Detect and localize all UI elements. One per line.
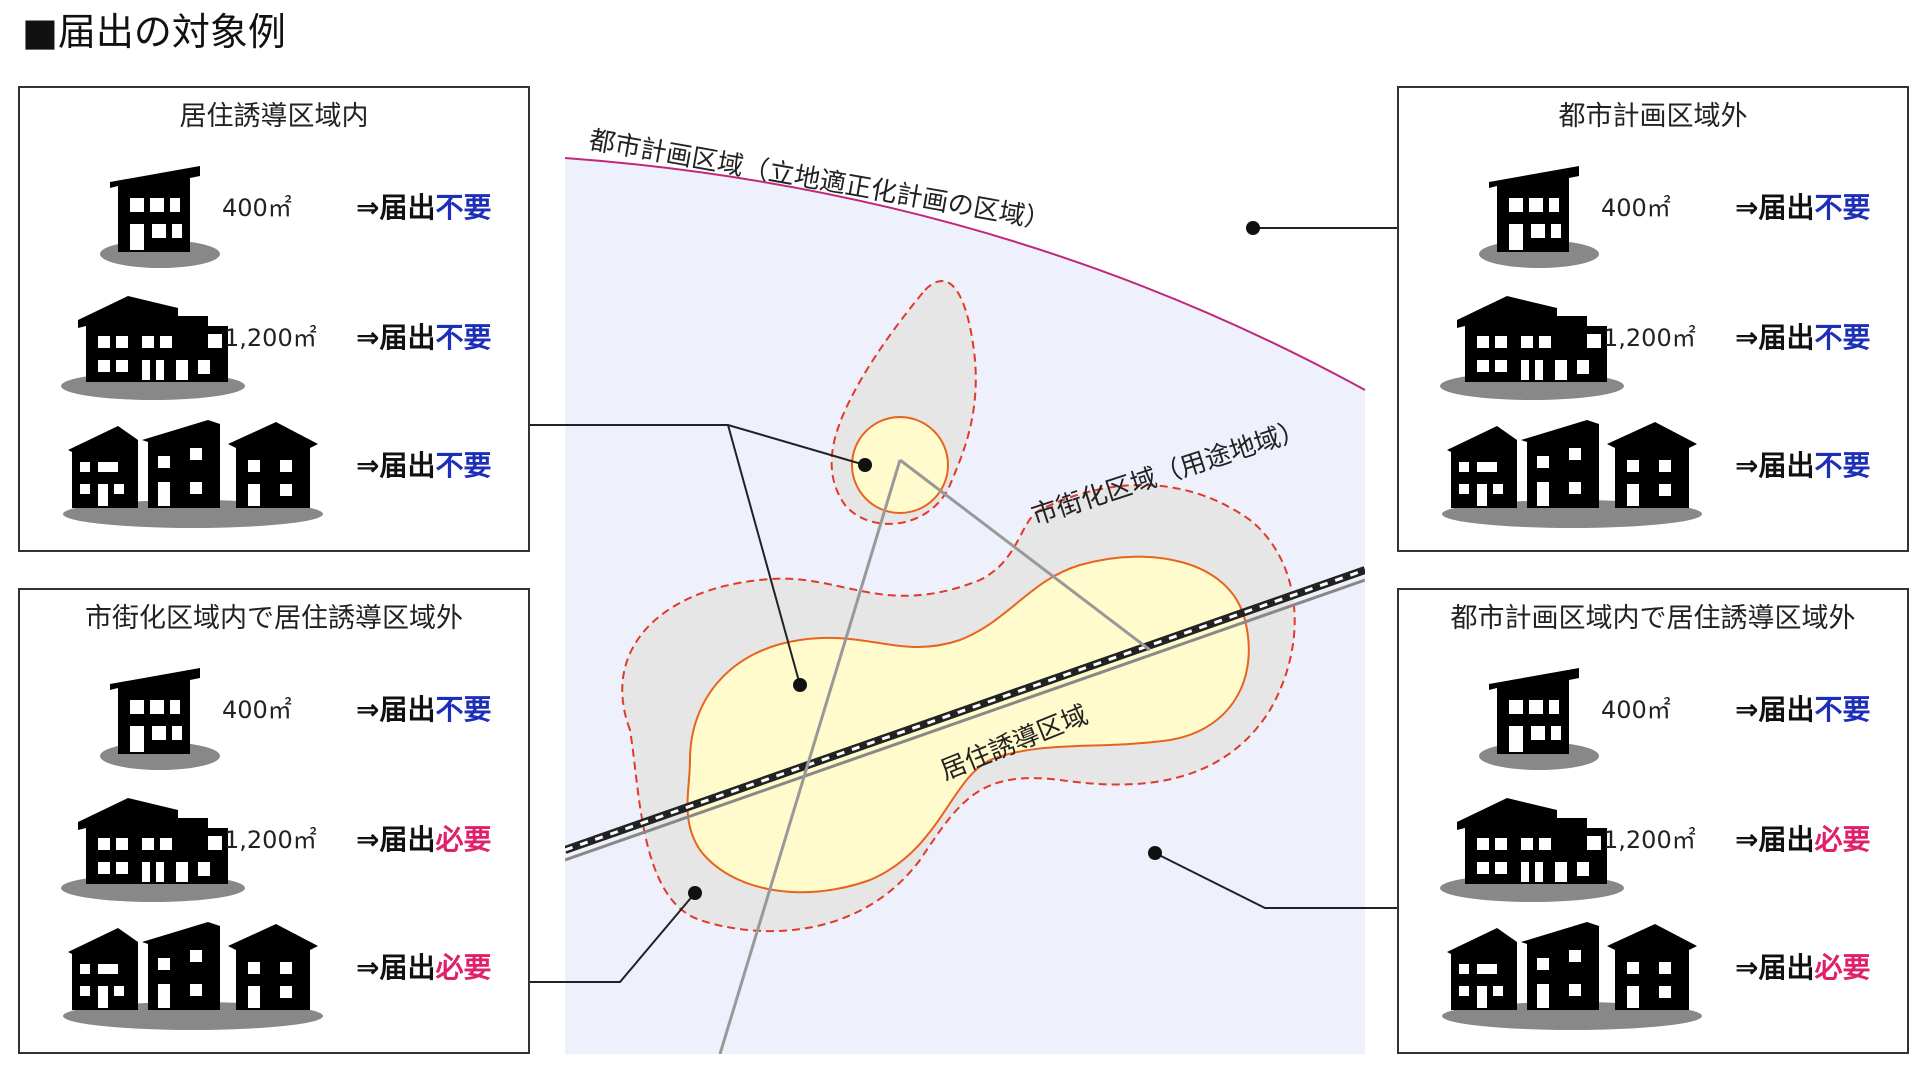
- railway-ties: [565, 568, 1365, 852]
- leader-line-urbanization: [530, 892, 696, 983]
- notification-verdict: ⇒届出不要: [1735, 186, 1870, 226]
- three-houses-icon: [1437, 410, 1707, 534]
- planning-boundary: [564, 157, 1366, 391]
- railway-line: [565, 578, 1365, 862]
- notification-verdict: ⇒届出不要: [356, 316, 491, 356]
- house-row: 1,200㎡ ⇒届出不要: [1399, 278, 1907, 406]
- status-unneeded: 不要: [1814, 191, 1871, 224]
- marker-dot: [793, 678, 807, 692]
- status-unneeded: 不要: [435, 321, 492, 354]
- verdict-prefix: ⇒届出: [356, 191, 436, 224]
- house-row: 400㎡ ⇒届出不要: [20, 650, 528, 778]
- house-row: 1,200㎡ ⇒届出必要: [20, 780, 528, 908]
- notification-verdict: ⇒届出必要: [1735, 818, 1870, 858]
- verdict-prefix: ⇒届出: [1735, 693, 1815, 726]
- status-unneeded: 不要: [1814, 321, 1871, 354]
- area-label: 1,200㎡: [1603, 826, 1696, 854]
- verdict-prefix: ⇒届出: [356, 823, 436, 856]
- three-houses-icon: [58, 410, 328, 534]
- notification-verdict: ⇒届出不要: [356, 186, 491, 226]
- house-row: 400㎡ ⇒届出不要: [20, 148, 528, 276]
- house-row: ⇒届出不要: [1399, 406, 1907, 534]
- house-row: 1,200㎡ ⇒届出必要: [1399, 780, 1907, 908]
- marker-dot: [858, 458, 872, 472]
- notification-verdict: ⇒届出不要: [1735, 688, 1870, 728]
- page-title: ■届出の対象例: [22, 10, 286, 54]
- verdict-prefix: ⇒届出: [1735, 191, 1815, 224]
- verdict-prefix: ⇒届出: [1735, 321, 1815, 354]
- verdict-prefix: ⇒届出: [356, 951, 436, 984]
- status-needed: 必要: [1814, 951, 1871, 984]
- house-row: 1,200㎡ ⇒届出不要: [20, 278, 528, 406]
- residential-area: [686, 555, 1250, 894]
- three-houses-icon: [1437, 912, 1707, 1036]
- house-row: ⇒届出必要: [20, 908, 528, 1036]
- house-row: 400㎡ ⇒届出不要: [1399, 148, 1907, 276]
- status-unneeded: 不要: [1814, 449, 1871, 482]
- single-house-icon: [1469, 152, 1609, 276]
- panel-title: 居住誘導区域内: [179, 101, 369, 132]
- area-label: 1,200㎡: [1603, 324, 1696, 352]
- area-label: 1,200㎡: [224, 324, 317, 352]
- verdict-prefix: ⇒届出: [356, 321, 436, 354]
- notification-verdict: ⇒届出必要: [356, 818, 491, 858]
- large-house-icon: [1437, 282, 1627, 406]
- marker-dot: [688, 886, 702, 900]
- area-label: 400㎡: [222, 194, 292, 222]
- marker-dot: [1148, 846, 1162, 860]
- notification-verdict: ⇒届出必要: [356, 946, 491, 986]
- single-house-icon: [90, 654, 230, 778]
- verdict-prefix: ⇒届出: [1735, 823, 1815, 856]
- large-house-icon: [1437, 784, 1627, 908]
- notification-verdict: ⇒届出不要: [356, 688, 491, 728]
- three-houses-icon: [58, 912, 328, 1036]
- status-needed: 必要: [1814, 823, 1871, 856]
- leader-line-residential-2: [727, 424, 801, 686]
- status-needed: 必要: [435, 951, 492, 984]
- notification-verdict: ⇒届出不要: [1735, 316, 1870, 356]
- panel-title: 都市計画区域外: [1558, 101, 1748, 132]
- area-label: 400㎡: [1601, 696, 1671, 724]
- road: [899, 458, 1151, 652]
- status-unneeded: 不要: [435, 693, 492, 726]
- large-house-icon: [58, 784, 248, 908]
- status-unneeded: 不要: [435, 191, 492, 224]
- area-label: 1,200㎡: [224, 826, 317, 854]
- road: [718, 459, 902, 1054]
- panel-title: 都市計画区域内で居住誘導区域外: [1450, 603, 1856, 634]
- verdict-prefix: ⇒届出: [1735, 951, 1815, 984]
- notification-verdict: ⇒届出不要: [1735, 444, 1870, 484]
- marker-dot: [1246, 221, 1260, 235]
- status-unneeded: 不要: [1814, 693, 1871, 726]
- large-house-icon: [58, 282, 248, 406]
- area-label: 400㎡: [222, 696, 292, 724]
- single-house-icon: [90, 152, 230, 276]
- area-label: 400㎡: [1601, 194, 1671, 222]
- verdict-prefix: ⇒届出: [356, 449, 436, 482]
- notification-verdict: ⇒届出必要: [1735, 946, 1870, 986]
- verdict-prefix: ⇒届出: [356, 693, 436, 726]
- verdict-prefix: ⇒届出: [1735, 449, 1815, 482]
- house-row: 400㎡ ⇒届出不要: [1399, 650, 1907, 778]
- panel-title: 市街化区域内で居住誘導区域外: [85, 603, 463, 634]
- house-row: ⇒届出必要: [1399, 908, 1907, 1036]
- status-unneeded: 不要: [435, 449, 492, 482]
- leader-line-planning: [1154, 852, 1397, 909]
- house-row: ⇒届出不要: [20, 406, 528, 534]
- status-needed: 必要: [435, 823, 492, 856]
- notification-verdict: ⇒届出不要: [356, 444, 491, 484]
- single-house-icon: [1469, 654, 1609, 778]
